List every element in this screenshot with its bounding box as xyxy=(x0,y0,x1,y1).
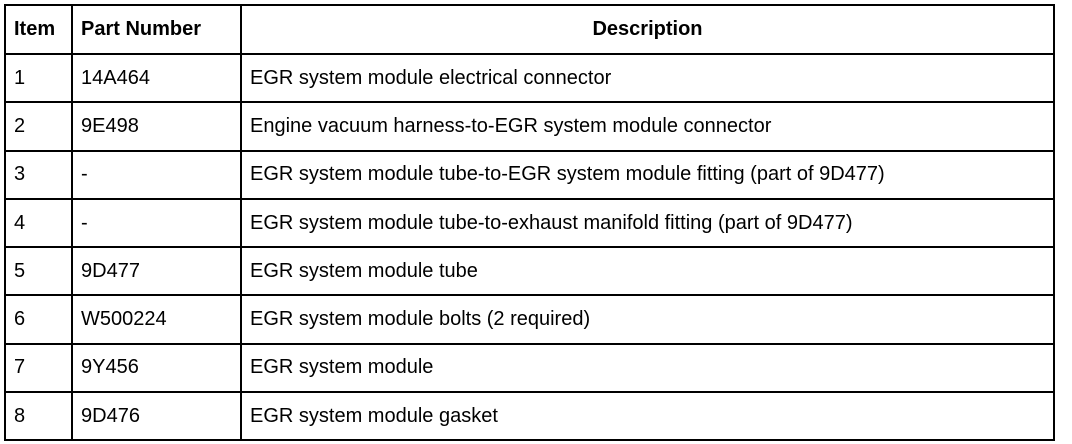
cell-description: EGR system module tube-to-EGR system mod… xyxy=(240,149,1055,200)
cell-description: Engine vacuum harness-to-EGR system modu… xyxy=(240,101,1055,152)
table-row: 2 9E498 Engine vacuum harness-to-EGR sys… xyxy=(4,101,1055,152)
table-row: 5 9D477 EGR system module tube xyxy=(4,246,1055,297)
cell-part-number: 14A464 xyxy=(71,52,242,104)
cell-description: EGR system module bolts (2 required) xyxy=(240,294,1055,345)
cell-part-number: 9D476 xyxy=(71,391,242,442)
table-row: 4 - EGR system module tube-to-exhaust ma… xyxy=(4,197,1055,249)
cell-part-number: W500224 xyxy=(71,294,242,345)
header-description: Description xyxy=(240,4,1055,55)
table-row: 3 - EGR system module tube-to-EGR system… xyxy=(4,149,1055,200)
cell-item: 2 xyxy=(4,101,73,152)
cell-item: 8 xyxy=(4,391,73,442)
parts-table: Item Part Number Description 1 14A464 EG… xyxy=(4,4,1055,442)
cell-description: EGR system module gasket xyxy=(240,391,1055,442)
table-header: Item Part Number Description xyxy=(4,4,1055,55)
cell-description: EGR system module tube xyxy=(240,246,1055,297)
cell-part-number: - xyxy=(71,197,242,249)
cell-part-number: 9E498 xyxy=(71,101,242,152)
table-body: 1 14A464 EGR system module electrical co… xyxy=(4,52,1055,442)
cell-part-number: 9D477 xyxy=(71,246,242,297)
cell-part-number: 9Y456 xyxy=(71,342,242,394)
cell-item: 7 xyxy=(4,342,73,394)
cell-part-number: - xyxy=(71,149,242,200)
cell-description: EGR system module xyxy=(240,342,1055,394)
header-part-number: Part Number xyxy=(71,4,242,55)
cell-item: 3 xyxy=(4,149,73,200)
table-row: 8 9D476 EGR system module gasket xyxy=(4,391,1055,442)
cell-item: 6 xyxy=(4,294,73,345)
cell-item: 5 xyxy=(4,246,73,297)
cell-description: EGR system module electrical connector xyxy=(240,52,1055,104)
table-row: 7 9Y456 EGR system module xyxy=(4,342,1055,394)
table-row: 1 14A464 EGR system module electrical co… xyxy=(4,52,1055,104)
cell-item: 1 xyxy=(4,52,73,104)
header-row: Item Part Number Description xyxy=(4,4,1055,55)
cell-item: 4 xyxy=(4,197,73,249)
cell-description: EGR system module tube-to-exhaust manifo… xyxy=(240,197,1055,249)
header-item: Item xyxy=(4,4,73,55)
table-row: 6 W500224 EGR system module bolts (2 req… xyxy=(4,294,1055,345)
